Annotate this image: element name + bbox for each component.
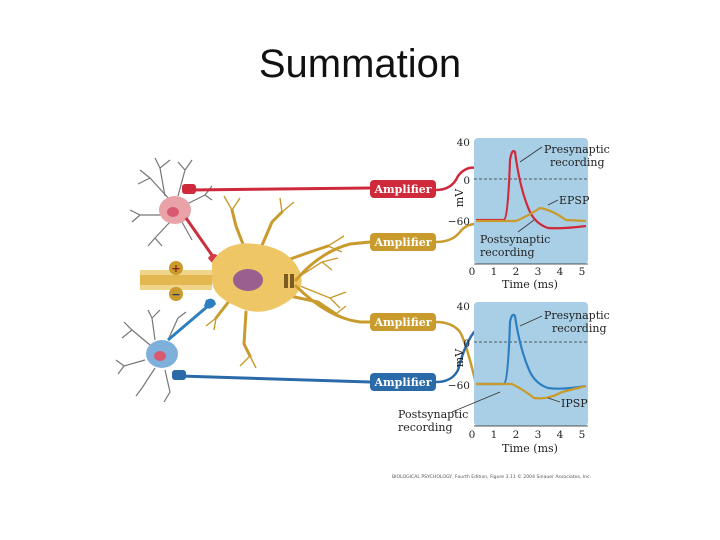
plus-sign: + <box>171 262 180 275</box>
epsp-label: EPSP <box>559 194 590 207</box>
amplifier-2: Amplifier <box>370 233 436 251</box>
top-y-tick-minus60: −60 <box>448 216 470 228</box>
top-postsynaptic-label-2: recording <box>480 246 535 259</box>
synapse-signs: + − <box>169 261 183 301</box>
wires <box>178 166 478 386</box>
inhibitory-neuron <box>115 298 216 403</box>
bottom-postsynaptic-label-2: recording <box>398 421 453 434</box>
ipsp-label: IPSP <box>561 397 588 410</box>
bottom-x-tick-3: 3 <box>535 429 542 441</box>
top-recording-panel: 40 0 −60 mV Presynaptic recording EPSP P… <box>448 137 610 291</box>
bottom-x-tick-0: 0 <box>469 429 476 441</box>
bottom-presynaptic-label-2: recording <box>552 322 607 335</box>
bottom-postsynaptic-label-1: Postsynaptic <box>398 408 468 421</box>
bottom-y-tick-minus60: −60 <box>448 380 470 392</box>
bottom-y-tick-0: 0 <box>463 338 470 350</box>
bottom-recording-panel: 40 0 −60 mV Presynaptic recording IPSP P… <box>398 301 610 455</box>
top-x-tick-1: 1 <box>491 266 498 278</box>
electrode-tips <box>172 184 196 380</box>
top-x-tick-4: 4 <box>557 266 564 278</box>
bottom-y-tick-40: 40 <box>457 301 470 313</box>
top-presynaptic-label-2: recording <box>550 156 605 169</box>
top-y-axis-label: mV <box>453 188 466 207</box>
bottom-presynaptic-label-1: Presynaptic <box>544 309 610 322</box>
bottom-x-axis-label: Time (ms) <box>502 442 558 455</box>
top-y-tick-40: 40 <box>457 137 470 149</box>
excitatory-neuron <box>129 157 220 263</box>
bottom-x-tick-4: 4 <box>557 429 564 441</box>
bottom-x-tick-5: 5 <box>579 429 586 441</box>
figure-credit: BIOLOGICAL PSYCHOLOGY, Fourth Edition, F… <box>392 473 591 480</box>
minus-sign: − <box>171 288 180 301</box>
slide-title: Summation <box>258 42 462 86</box>
amplifier-4: Amplifier <box>370 373 436 391</box>
amplifier-label: Amplifier <box>373 236 431 249</box>
top-postsynaptic-label-1: Postsynaptic <box>480 233 550 246</box>
amplifier-label: Amplifier <box>373 316 431 329</box>
bottom-x-tick-1: 1 <box>491 429 498 441</box>
amplifier-3: Amplifier <box>370 313 436 331</box>
top-x-tick-5: 5 <box>579 266 586 278</box>
top-y-tick-0: 0 <box>463 175 470 187</box>
top-x-axis-label: Time (ms) <box>502 278 558 291</box>
postsynaptic-neuron <box>140 195 351 369</box>
bottom-x-tick-2: 2 <box>513 429 520 441</box>
amplifier-label: Amplifier <box>373 376 431 389</box>
top-presynaptic-label-1: Presynaptic <box>544 143 610 156</box>
amplifier-label: Amplifier <box>373 183 431 196</box>
top-x-tick-0: 0 <box>469 266 476 278</box>
bottom-y-axis-label: mV <box>453 348 466 367</box>
top-x-tick-3: 3 <box>535 266 542 278</box>
amplifier-1: Amplifier <box>370 180 436 198</box>
top-x-tick-2: 2 <box>513 266 520 278</box>
